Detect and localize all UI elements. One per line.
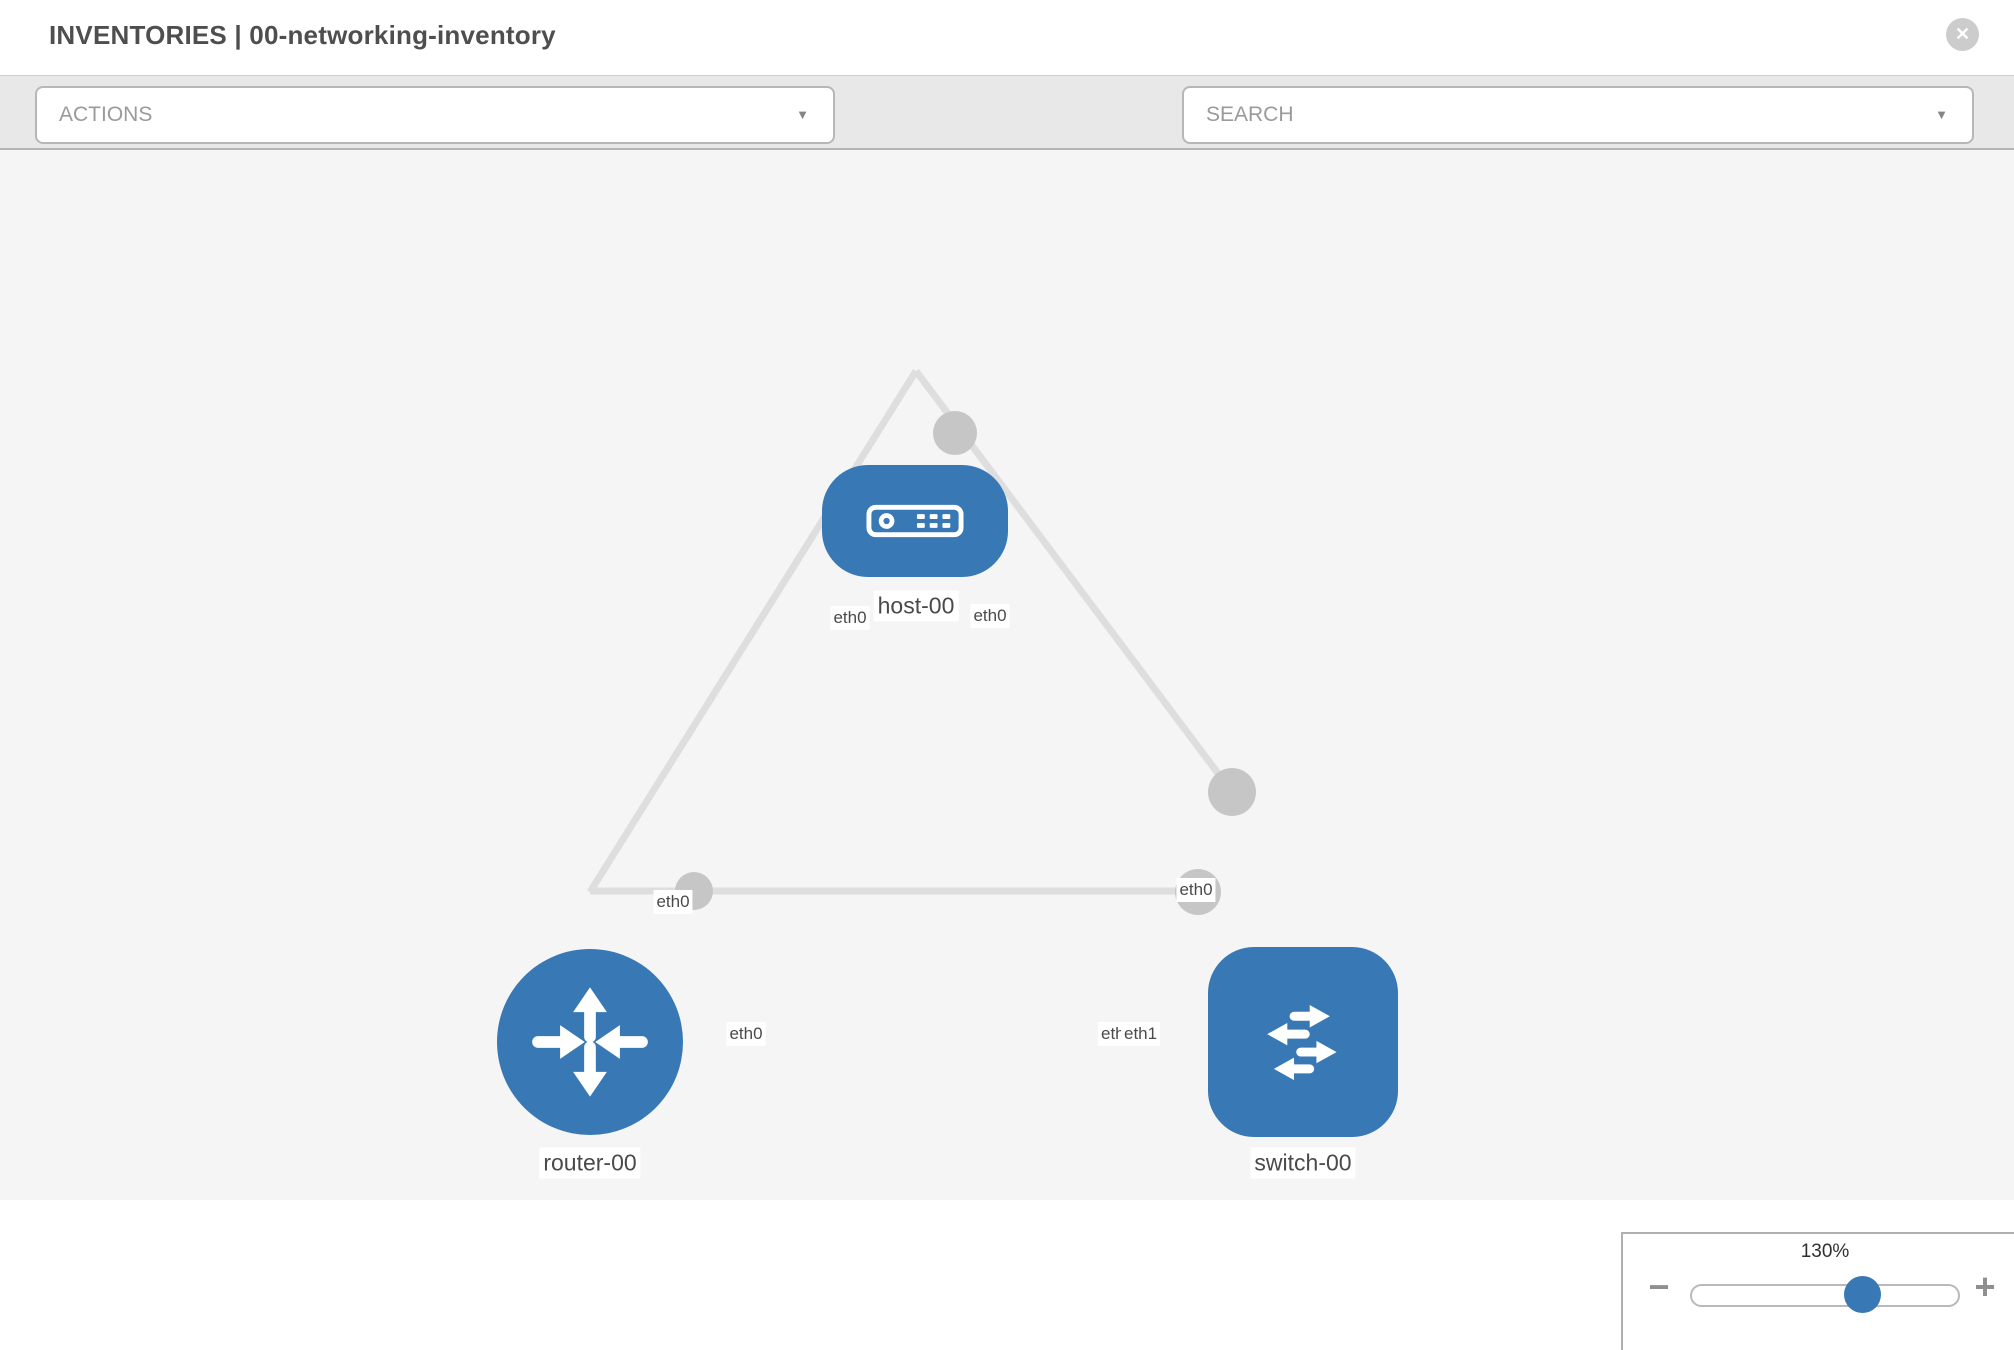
zoom-slider-track[interactable] [1690,1284,1960,1307]
search-placeholder: SEARCH [1206,103,1294,126]
node-label-host: host-00 [873,590,959,622]
header-bar: INVENTORIES | 00-networking-inventory ✕ [0,0,2014,75]
zoom-panel: 130% − + [1621,1232,2014,1350]
interface-dot-switch-top[interactable] [1208,768,1256,816]
eth-label-router-switch-router-end: eth0 [726,1022,766,1046]
eth-label-router-switch-switch-end-over: eth1 [1121,1022,1161,1046]
interface-dot-host[interactable] [933,411,977,455]
eth-label-host-switch-switch-end: eth0 [1176,878,1216,902]
eth-label-host-router-router-end: eth0 [653,890,693,914]
actions-dropdown-label: ACTIONS [59,103,153,126]
plus-icon: + [1974,1266,1996,1307]
eth-label-host-router-host-end: eth0 [830,606,870,630]
zoom-slider-thumb[interactable] [1844,1276,1881,1313]
zoom-in-button[interactable]: + [1967,1266,2003,1307]
page-title: INVENTORIES | 00-networking-inventory [49,20,556,50]
network-canvas[interactable]: eth0 eth0 eth0 eth0 eth0 eth0 eth1 host-… [0,150,2014,1350]
node-label-switch: switch-00 [1250,1147,1356,1179]
chevron-down-icon: ▼ [796,107,809,122]
link-host-router[interactable] [587,369,919,894]
close-button[interactable]: ✕ [1946,18,1979,51]
toolbar: ACTIONS ▼ SEARCH ▼ [0,75,2014,209]
topology-svg [587,368,1256,915]
node-label-router: router-00 [539,1147,641,1179]
router-arrows-icon [532,987,648,1097]
zoom-out-button[interactable]: − [1641,1266,1677,1307]
switch-arrows-icon [1267,1005,1337,1081]
minus-icon: − [1648,1266,1670,1307]
close-icon: ✕ [1954,24,1971,44]
actions-dropdown[interactable]: ACTIONS ▼ [35,86,835,144]
chevron-down-icon: ▼ [1935,107,1948,122]
eth-label-host-switch-host-end: eth0 [970,604,1010,628]
node-switch[interactable] [1208,947,1398,1137]
search-dropdown[interactable]: SEARCH ▼ [1182,86,1974,144]
zoom-level-label: 130% [1800,1241,1850,1262]
host-device-icon [866,504,964,538]
node-host[interactable] [822,465,1008,577]
node-router[interactable] [497,949,683,1135]
